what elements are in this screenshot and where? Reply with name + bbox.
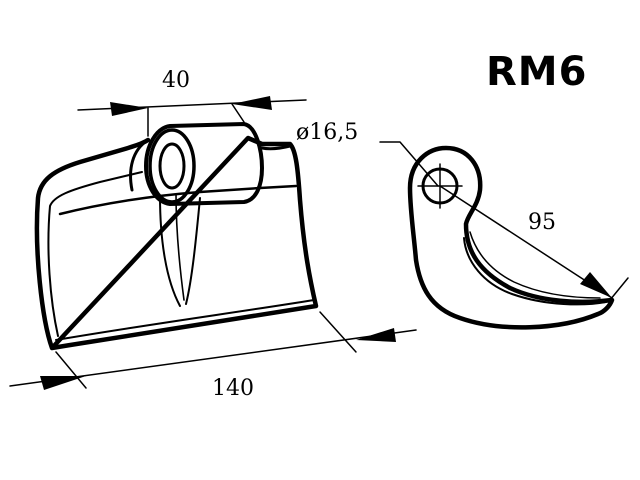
profile-inner-curve: [463, 237, 607, 306]
arrow-40-right: [232, 96, 272, 110]
arrow-95: [580, 272, 612, 298]
hub-bore-outer: [148, 128, 196, 204]
leader-16-5: [379, 141, 439, 187]
hub-bore-inner: [158, 142, 186, 190]
blade-front-view: [34, 122, 319, 351]
rib-right: [185, 197, 201, 305]
profile-outline: [407, 145, 615, 330]
blade-side-view: [407, 145, 615, 330]
profile-inner-curve-2: [469, 231, 601, 299]
plate-outline: [34, 135, 319, 351]
ext-line-95: [609, 277, 629, 301]
ext-line-140-right: [319, 311, 357, 353]
arrow-140-right: [356, 328, 396, 342]
plate-bottom-edge: [55, 299, 315, 341]
hub-collar-left: [129, 138, 150, 192]
dimension-label-diameter: ø16,5: [296, 120, 359, 145]
plate-top-line: [58, 184, 298, 216]
plate-inner-line: [47, 171, 143, 337]
arrow-40-left: [110, 102, 148, 116]
ext-line-140-left: [55, 351, 87, 389]
dim-line-95: [439, 185, 613, 299]
model-title: RM6: [486, 49, 588, 95]
dimension-label-140: 140: [212, 376, 254, 401]
ext-line-40-right: [231, 103, 245, 123]
hub-cylinder: [144, 122, 264, 206]
hub-collar-right: [260, 144, 292, 151]
dimension-label-40: 40: [162, 68, 190, 93]
dimension-95: [439, 185, 629, 301]
rib-left: [159, 195, 181, 307]
arrow-140-left: [40, 376, 86, 390]
dimension-label-95: 95: [528, 210, 556, 235]
